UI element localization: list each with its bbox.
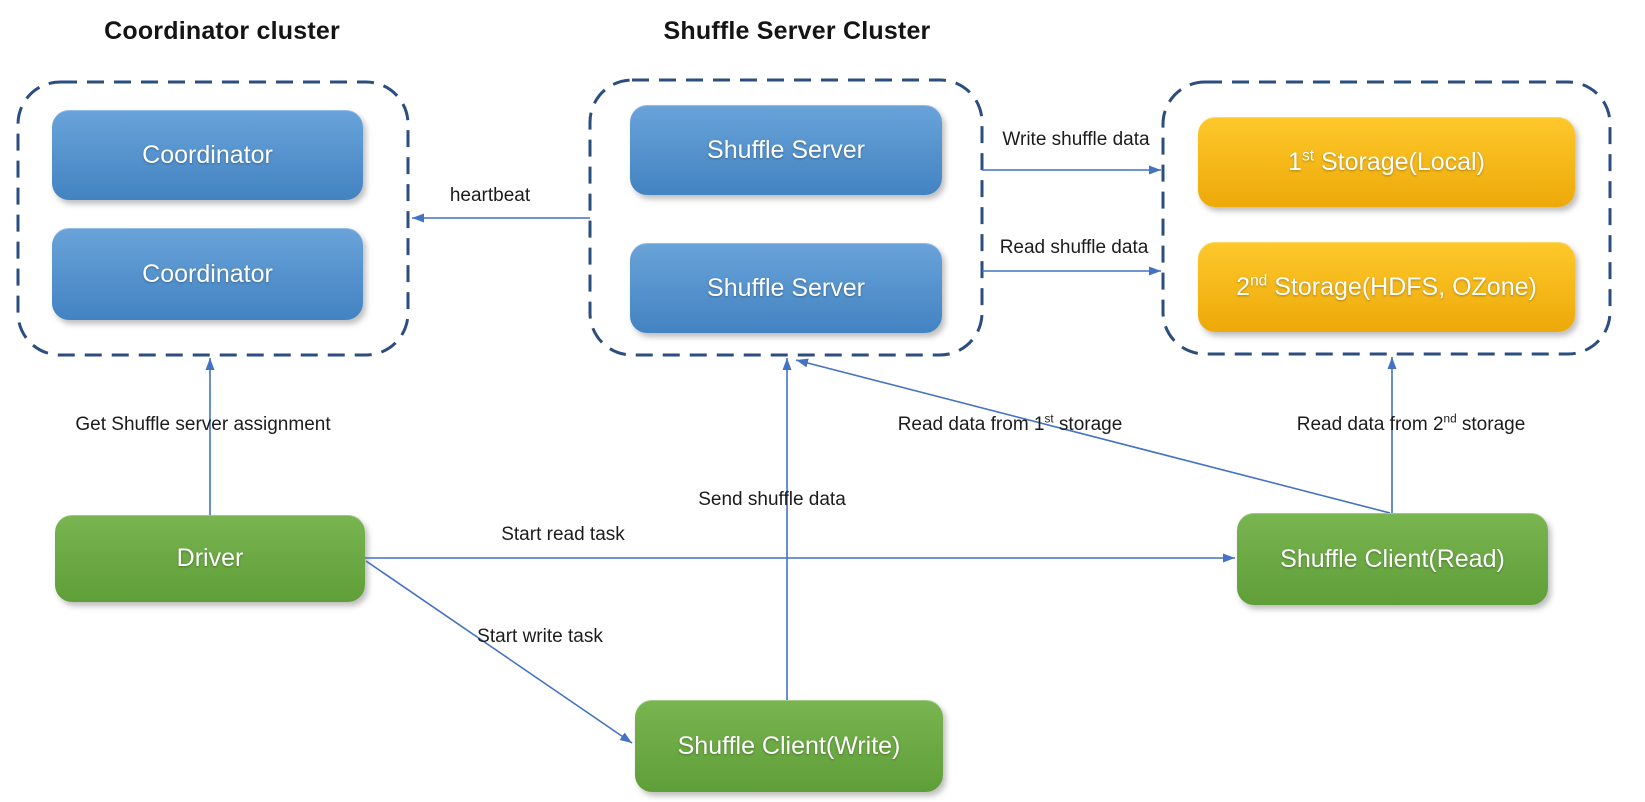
coordinator-node-1-label: Coordinator [142, 140, 273, 169]
shuffle-server-cluster-title: Shuffle Server Cluster [663, 17, 931, 45]
write-shuffle-data-label: Write shuffle data [1002, 129, 1150, 150]
send-shuffle-data-label: Send shuffle data [698, 489, 846, 510]
shuffle-server-cluster-border [588, 78, 984, 357]
start-write-task-label: Start write task [477, 626, 603, 647]
coordinator-node-2-label: Coordinator [142, 259, 273, 288]
coordinator-node-1: Coordinator [52, 110, 363, 200]
get-shuffle-server-assignment-label: Get Shuffle server assignment [75, 414, 331, 435]
read-data-from-2nd-storage-label: Read data from 2nd storage [1296, 412, 1526, 435]
coordinator-node-2: Coordinator [52, 228, 363, 320]
storage-node-2: 2nd Storage(HDFS, OZone) [1198, 242, 1575, 332]
shuffle-client-write-node: Shuffle Client(Write) [635, 700, 943, 792]
heartbeat-label: heartbeat [449, 185, 531, 206]
storage-node-2-label: 2nd Storage(HDFS, OZone) [1236, 272, 1537, 301]
shuffle-client-read-node-label: Shuffle Client(Read) [1280, 544, 1505, 573]
shuffle-server-node-2: Shuffle Server [630, 243, 942, 333]
shuffle-server-node-1: Shuffle Server [630, 105, 942, 195]
driver-node-label: Driver [176, 544, 244, 572]
shuffle-client-write-node-label: Shuffle Client(Write) [677, 731, 901, 760]
storage-cluster-border [1161, 80, 1612, 356]
read-data-from-1st-storage-label: Read data from 1st storage [897, 412, 1123, 435]
read-shuffle-data-label: Read shuffle data [999, 237, 1149, 258]
storage-node-1-label: 1st Storage(Local) [1288, 147, 1485, 176]
coordinator-cluster-title: Coordinator cluster [104, 17, 340, 45]
storage-node-1: 1st Storage(Local) [1198, 117, 1575, 207]
shuffle-server-node-2-label: Shuffle Server [707, 273, 865, 302]
start-write-task-arrow [365, 560, 633, 744]
driver-node: Driver [55, 515, 365, 602]
read-data-from-1st-storage-arrow [795, 358, 1391, 514]
start-read-task-label: Start read task [501, 524, 625, 545]
coordinator-cluster-border [16, 80, 410, 357]
shuffle-server-node-1-label: Shuffle Server [707, 135, 865, 164]
shuffle-client-read-node: Shuffle Client(Read) [1237, 513, 1548, 605]
